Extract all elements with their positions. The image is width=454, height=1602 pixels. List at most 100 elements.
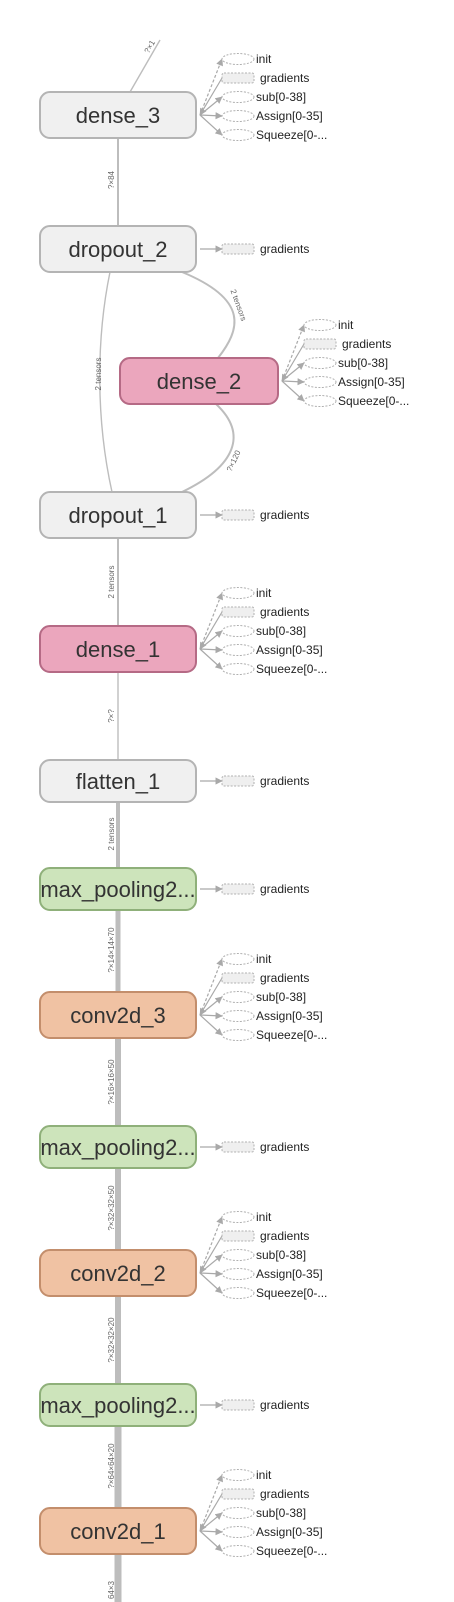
aux-op-icon[interactable] bbox=[221, 1249, 255, 1261]
node-dropout_2-box[interactable] bbox=[39, 225, 197, 273]
aux-label-conv2d_2-1: gradients bbox=[260, 1229, 309, 1243]
node-flatten_1[interactable]: flatten_1 bbox=[39, 759, 197, 803]
aux-edge-conv2d_2-2 bbox=[199, 1254, 223, 1274]
node-dense_1[interactable]: dense_1 bbox=[39, 625, 197, 673]
node-conv2d_2[interactable]: conv2d_2 bbox=[39, 1249, 197, 1297]
aux-label-conv2d_3-4: Squeeze[0-... bbox=[256, 1028, 327, 1042]
edge-dropout2-dropout1: 2 tensors bbox=[94, 271, 113, 493]
edge-dropout1-dense1: 2 tensors bbox=[107, 538, 119, 626]
node-flatten_1-box[interactable] bbox=[39, 759, 197, 803]
aux-edge-conv2d_2-4 bbox=[199, 1272, 223, 1294]
aux-edge-conv2d_3-3 bbox=[199, 1012, 223, 1020]
aux-op-icon[interactable] bbox=[221, 129, 255, 141]
node-max_pooling2d_3[interactable]: max_pooling2... bbox=[39, 867, 197, 911]
aux-label-dense_3-3: Assign[0-35] bbox=[256, 109, 323, 123]
node-conv2d_3-box[interactable] bbox=[39, 991, 197, 1039]
aux-label-dense_2-3: Assign[0-35] bbox=[338, 375, 405, 389]
aux-edge-dense_2-2 bbox=[281, 362, 305, 382]
gradients-icon[interactable] bbox=[221, 775, 255, 787]
node-max_pooling2d_1-box[interactable] bbox=[39, 1383, 197, 1427]
aux-label-dense_2-0: init bbox=[338, 318, 354, 332]
gradients-icon[interactable] bbox=[221, 1230, 255, 1242]
aux-op-icon[interactable] bbox=[303, 319, 337, 331]
aux-max_pooling2d_2: gradients bbox=[200, 1140, 309, 1154]
aux-op-icon[interactable] bbox=[221, 625, 255, 637]
edge-dropout1-dense1-label: 2 tensors bbox=[107, 566, 116, 599]
aux-op-icon[interactable] bbox=[221, 1268, 255, 1280]
aux-edge-dense_1-3 bbox=[199, 646, 223, 654]
gradients-icon[interactable] bbox=[221, 243, 255, 255]
aux-op-icon[interactable] bbox=[221, 91, 255, 103]
node-dense_3[interactable]: dense_3 bbox=[39, 91, 197, 139]
aux-op-icon[interactable] bbox=[303, 376, 337, 388]
gradients-icon[interactable] bbox=[221, 1399, 255, 1411]
aux-op-icon[interactable] bbox=[221, 953, 255, 965]
edge-flatten1-mp3-label: 2 tensors bbox=[107, 818, 116, 851]
aux-op-icon[interactable] bbox=[221, 663, 255, 675]
node-conv2d_1-box[interactable] bbox=[39, 1507, 197, 1555]
edge-mp2-conv2: ?×32×32×50 bbox=[107, 1168, 121, 1250]
node-max_pooling2d_3-box[interactable] bbox=[39, 867, 197, 911]
edge-dense3-dropout2: ?×84 bbox=[107, 138, 119, 226]
gradients-icon[interactable] bbox=[221, 972, 255, 984]
node-dropout_2[interactable]: dropout_2 bbox=[39, 225, 197, 273]
aux-label-dropout_2-0: gradients bbox=[260, 242, 309, 256]
aux-label-conv2d_2-2: sub[0-38] bbox=[256, 1248, 306, 1262]
node-max_pooling2d_1-label: max_pooling2... bbox=[40, 1393, 195, 1418]
aux-label-dense_1-4: Squeeze[0-... bbox=[256, 662, 327, 676]
aux-op-icon[interactable] bbox=[221, 1287, 255, 1299]
node-dense_2[interactable]: dense_2 bbox=[119, 357, 279, 405]
aux-op-icon[interactable] bbox=[221, 644, 255, 656]
aux-op-icon[interactable] bbox=[221, 1545, 255, 1557]
aux-label-dense_1-3: Assign[0-35] bbox=[256, 643, 323, 657]
edge-dense1-flatten1-label: ?×? bbox=[107, 709, 116, 723]
aux-dropout_1: gradients bbox=[200, 508, 309, 522]
gradients-icon[interactable] bbox=[221, 509, 255, 521]
aux-edge-dense_2-4 bbox=[281, 380, 305, 402]
node-dense_1-box[interactable] bbox=[39, 625, 197, 673]
node-max_pooling2d_2[interactable]: max_pooling2... bbox=[39, 1125, 197, 1169]
aux-label-dense_2-4: Squeeze[0-... bbox=[338, 394, 409, 408]
aux-op-icon[interactable] bbox=[303, 357, 337, 369]
node-dropout_1[interactable]: dropout_1 bbox=[39, 491, 197, 539]
aux-op-icon[interactable] bbox=[221, 587, 255, 599]
node-dense_2-box[interactable] bbox=[119, 357, 279, 405]
aux-edge-conv2d_1-3 bbox=[199, 1528, 223, 1536]
aux-edge-conv2d_2-0 bbox=[199, 1216, 223, 1274]
node-dense_2-label: dense_2 bbox=[157, 369, 241, 394]
node-conv2d_1[interactable]: conv2d_1 bbox=[39, 1507, 197, 1555]
edge-dense3-dropout2-label: ?×84 bbox=[107, 170, 116, 189]
aux-op-icon[interactable] bbox=[221, 1211, 255, 1223]
aux-edge-dense_1-2 bbox=[199, 630, 223, 650]
aux-label-dense_1-1: gradients bbox=[260, 605, 309, 619]
aux-op-icon[interactable] bbox=[303, 395, 337, 407]
gradients-icon[interactable] bbox=[221, 883, 255, 895]
aux-op-icon[interactable] bbox=[221, 110, 255, 122]
node-dense_3-box[interactable] bbox=[39, 91, 197, 139]
aux-edge-dense_2-1 bbox=[281, 343, 305, 382]
edge-dense2-dropout1: ?×120 bbox=[181, 403, 243, 493]
aux-op-icon[interactable] bbox=[221, 1507, 255, 1519]
node-dropout_2-label: dropout_2 bbox=[68, 237, 167, 262]
gradients-icon[interactable] bbox=[303, 338, 337, 350]
node-conv2d_1-label: conv2d_1 bbox=[70, 1519, 165, 1544]
gradients-icon[interactable] bbox=[221, 1141, 255, 1153]
node-dropout_1-box[interactable] bbox=[39, 491, 197, 539]
node-conv2d_3[interactable]: conv2d_3 bbox=[39, 991, 197, 1039]
aux-op-icon[interactable] bbox=[221, 991, 255, 1003]
aux-label-max_pooling2d_1-0: gradients bbox=[260, 1398, 309, 1412]
gradients-icon[interactable] bbox=[221, 606, 255, 618]
aux-op-icon[interactable] bbox=[221, 1029, 255, 1041]
aux-op-icon[interactable] bbox=[221, 1010, 255, 1022]
node-max_pooling2d_2-box[interactable] bbox=[39, 1125, 197, 1169]
aux-conv2d_2: initgradientssub[0-38]Assign[0-35]Squeez… bbox=[199, 1210, 327, 1300]
aux-label-dropout_1-0: gradients bbox=[260, 508, 309, 522]
node-conv2d_2-box[interactable] bbox=[39, 1249, 197, 1297]
node-max_pooling2d_1[interactable]: max_pooling2... bbox=[39, 1383, 197, 1427]
aux-op-icon[interactable] bbox=[221, 53, 255, 65]
gradients-icon[interactable] bbox=[221, 72, 255, 84]
gradients-icon[interactable] bbox=[221, 1488, 255, 1500]
aux-op-icon[interactable] bbox=[221, 1469, 255, 1481]
aux-op-icon[interactable] bbox=[221, 1526, 255, 1538]
